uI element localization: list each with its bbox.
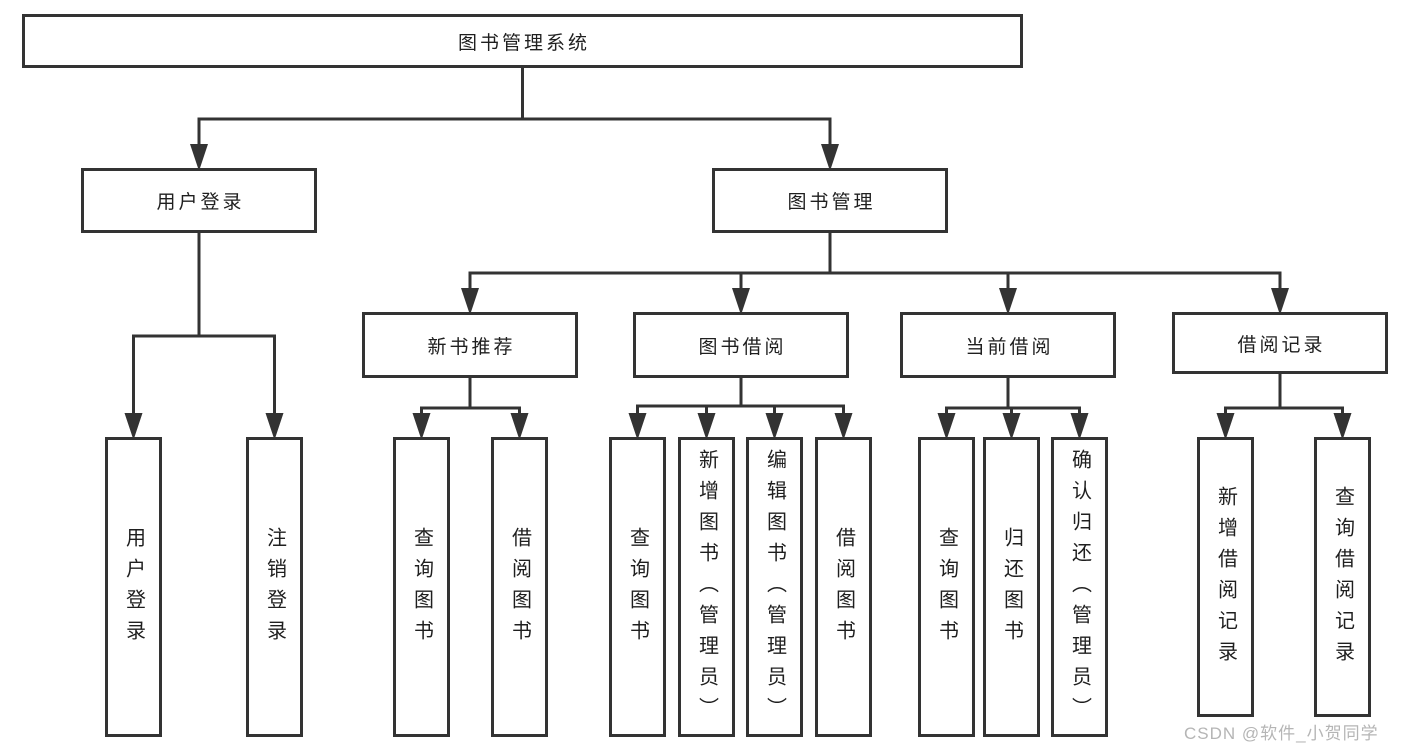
arrowhead-icon [732, 288, 750, 315]
arrowhead-icon [461, 288, 479, 315]
arrowhead-icon [937, 413, 956, 440]
node-label: 新书推荐 [427, 336, 516, 358]
arrowhead-icon [510, 413, 529, 440]
node-query-borrow-record-func: 查询借阅记录 [1314, 437, 1371, 717]
node-label: 当前借阅 [965, 336, 1054, 358]
node-add-book-admin-func: 新增图书（管理员） [678, 437, 735, 737]
node-user-login-module: 用户登录 [81, 168, 317, 233]
node-label: 确认归还（管理员） [1068, 449, 1091, 728]
arrowhead-icon [190, 144, 208, 171]
node-label: 新增图书（管理员） [695, 449, 718, 728]
arrowhead-icon [1002, 413, 1021, 440]
node-label: 编辑图书（管理员） [763, 449, 786, 728]
node-label: 借阅图书 [508, 526, 531, 651]
arrowhead-icon [1333, 413, 1352, 440]
node-label: 归还图书 [1000, 526, 1023, 651]
node-current-borrow-module: 当前借阅 [900, 312, 1116, 378]
node-label: 图书管理 [787, 192, 876, 213]
arrowhead-icon [124, 413, 143, 440]
node-label: 查询借阅记录 [1331, 485, 1354, 672]
arrowhead-icon [628, 413, 647, 440]
node-logout-func: 注销登录 [246, 437, 303, 737]
node-label: 查询图书 [626, 526, 649, 651]
arrowhead-icon [765, 413, 784, 440]
node-borrow-book-func-1: 借阅图书 [491, 437, 548, 737]
arrowhead-icon [1216, 413, 1235, 440]
node-book-borrow-module: 图书借阅 [633, 312, 849, 378]
node-label: 借阅图书 [832, 526, 855, 651]
arrowhead-icon [999, 288, 1017, 315]
arrowhead-icon [412, 413, 431, 440]
node-label: 查询图书 [935, 526, 958, 651]
node-borrow-record-module: 借阅记录 [1172, 312, 1388, 374]
node-label: 新增借阅记录 [1214, 485, 1237, 672]
node-system-root: 图书管理系统 [22, 14, 1023, 68]
arrowhead-icon [821, 144, 839, 171]
node-return-book-func: 归还图书 [983, 437, 1040, 737]
arrowhead-icon [265, 413, 284, 440]
arrowhead-icon [834, 413, 853, 440]
node-label: 用户登录 [122, 526, 145, 651]
arrowhead-icon [1271, 288, 1289, 315]
watermark: CSDN @软件_小贺同学 [1184, 724, 1379, 743]
node-user-login-func: 用户登录 [105, 437, 162, 737]
node-label: 用户登录 [156, 192, 245, 213]
node-label: 查询图书 [410, 526, 433, 651]
node-label: 注销登录 [263, 526, 286, 651]
node-book-management-module: 图书管理 [712, 168, 948, 233]
node-add-borrow-record-func: 新增借阅记录 [1197, 437, 1254, 717]
node-confirm-return-admin-func: 确认归还（管理员） [1051, 437, 1108, 737]
node-query-book-func-1: 查询图书 [393, 437, 450, 737]
arrowhead-icon [697, 413, 716, 440]
node-query-book-func-3: 查询图书 [918, 437, 975, 737]
node-label: 图书管理系统 [457, 32, 590, 54]
node-borrow-book-func-2: 借阅图书 [815, 437, 872, 737]
node-query-book-func-2: 查询图书 [609, 437, 666, 737]
node-new-book-recommend-module: 新书推荐 [362, 312, 578, 378]
arrowhead-icon [1070, 413, 1089, 440]
node-edit-book-admin-func: 编辑图书（管理员） [746, 437, 803, 737]
node-label: 图书借阅 [698, 336, 787, 358]
node-label: 借阅记录 [1237, 334, 1326, 356]
